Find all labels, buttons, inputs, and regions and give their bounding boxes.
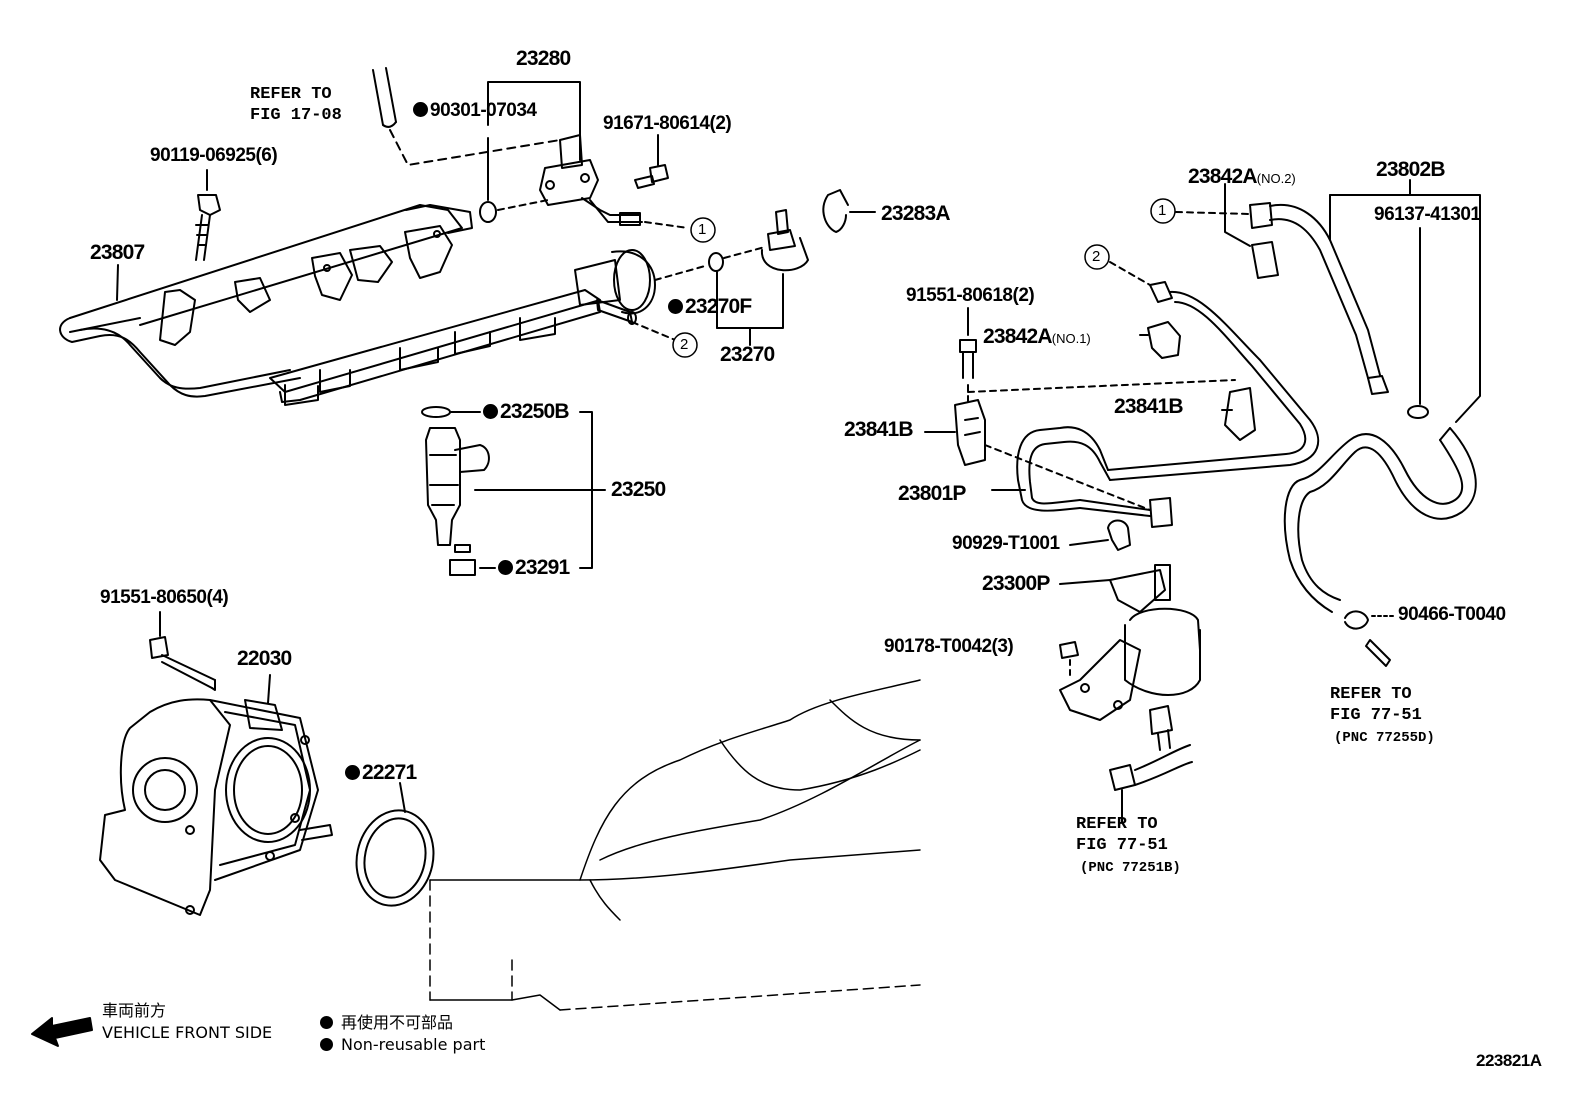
callout-2-right: 2 [1092, 248, 1100, 265]
callout-1-left: 1 [698, 221, 706, 238]
fuel-hose-right [1283, 427, 1477, 613]
label-90178: 90178-T0042(3) [884, 636, 1014, 657]
hose-clamp-96137 [1407, 405, 1429, 419]
label-23291: 23291 [498, 556, 570, 579]
front-arrow-icon [31, 1017, 93, 1047]
bracket-23841B-right [1224, 387, 1256, 441]
label-91551-80618: 91551-80618(2) [906, 285, 1035, 306]
callout-1-icon [690, 217, 716, 243]
nonreusable-dot-icon [483, 404, 498, 419]
label-90466: 90466-T0040 [1398, 604, 1506, 625]
label-90301: 90301-07034 [413, 101, 537, 120]
nonreusable-dot-icon [413, 102, 428, 117]
label-22271-text: 22271 [362, 761, 417, 784]
intake-manifold-outline [429, 679, 921, 1011]
nonreusable-legend: 再使用不可部品 Non-reusable part [320, 1012, 485, 1056]
pulsation-damper [760, 209, 809, 272]
fuel-injector [421, 406, 490, 576]
diagram-id: 223821A [1476, 1051, 1542, 1070]
label-22030: 22030 [237, 647, 292, 670]
callout-2-icon [672, 332, 698, 358]
label-91551-80650: 91551-80650(4) [100, 587, 229, 608]
ref-fig-17-08: REFER TO FIG 17-08 [250, 85, 342, 125]
label-23270: 23270 [720, 343, 775, 366]
label-90119: 90119-06925(6) [150, 145, 278, 166]
label-96137: 96137-41301 [1374, 204, 1481, 225]
label-23250B-text: 23250B [500, 400, 570, 423]
label-23300P: 23300P [982, 572, 1050, 595]
bracket-23841B-left [954, 399, 986, 466]
label-23801P: 23801P [898, 482, 966, 505]
label-23842A-no1-text: 23842A [983, 325, 1053, 348]
bolt-91671 [634, 164, 669, 189]
label-23842A-no1-note: (NO.1) [1051, 331, 1091, 346]
nonreusable-dot-icon [498, 560, 513, 575]
nonreusable-en-row: Non-reusable part [320, 1034, 485, 1056]
label-23841B-left: 23841B [844, 418, 914, 441]
label-23807: 23807 [90, 241, 145, 264]
label-23283A: 23283A [881, 202, 951, 225]
label-90929: 90929-T1001 [952, 533, 1060, 554]
direction-legend: 車両前方 VEHICLE FRONT SIDE [102, 1000, 272, 1044]
fuel-pipe-23801P [1016, 281, 1320, 528]
fuel-hose-top [372, 67, 397, 128]
callout-1-right: 1 [1158, 202, 1166, 219]
ref-fig-77-51-right: REFER TO FIG 77-51 [1330, 685, 1422, 725]
label-23842A-no2-text: 23842A [1188, 165, 1258, 188]
label-23842A-no1: 23842A(NO.1) [983, 326, 1091, 347]
label-23250: 23250 [611, 478, 666, 501]
label-23291-text: 23291 [515, 556, 570, 579]
callout-2-left: 2 [680, 336, 688, 353]
label-23270F: 23270F [668, 295, 752, 318]
fuel-rail-assembly [59, 204, 656, 406]
label-23802B: 23802B [1376, 158, 1446, 181]
label-22271: 22271 [345, 761, 417, 784]
nonreusable-dot-icon [668, 299, 683, 314]
bolt-90119 [195, 194, 221, 261]
throttle-body [99, 636, 333, 916]
label-23250B: 23250B [483, 400, 570, 423]
label-23270F-text: 23270F [685, 295, 752, 318]
callout-2-icon [1084, 244, 1110, 270]
nonreusable-dot-icon [345, 765, 360, 780]
label-91671: 91671-80614(2) [603, 113, 732, 134]
label-23842A-no2-note: (NO.2) [1256, 171, 1296, 186]
direction-en: VEHICLE FRONT SIDE [102, 1023, 273, 1042]
ref-pnc-77255D: (PNC 77255D) [1334, 730, 1435, 746]
fuel-filter-23300P [1059, 564, 1201, 751]
nonreusable-jp-row: 再使用不可部品 [320, 1012, 485, 1034]
label-23841B-right: 23841B [1114, 395, 1184, 418]
label-23280: 23280 [516, 47, 571, 70]
pressure-regulator [539, 134, 643, 226]
direction-jp: 車両前方 [102, 1001, 167, 1020]
nonreusable-dot-icon [320, 1016, 333, 1029]
callout-1-icon [1150, 198, 1176, 224]
label-90301-text: 90301-07034 [430, 100, 537, 121]
ref-pnc-77251B: (PNC 77251B) [1080, 860, 1181, 876]
nonreusable-en: Non-reusable part [341, 1035, 486, 1054]
label-23842A-no2: 23842A(NO.2) [1188, 166, 1296, 187]
ref-fig-77-51-center: REFER TO FIG 77-51 [1076, 815, 1168, 855]
nonreusable-jp: 再使用不可部品 [341, 1013, 454, 1032]
nonreusable-dot-icon [320, 1038, 333, 1051]
